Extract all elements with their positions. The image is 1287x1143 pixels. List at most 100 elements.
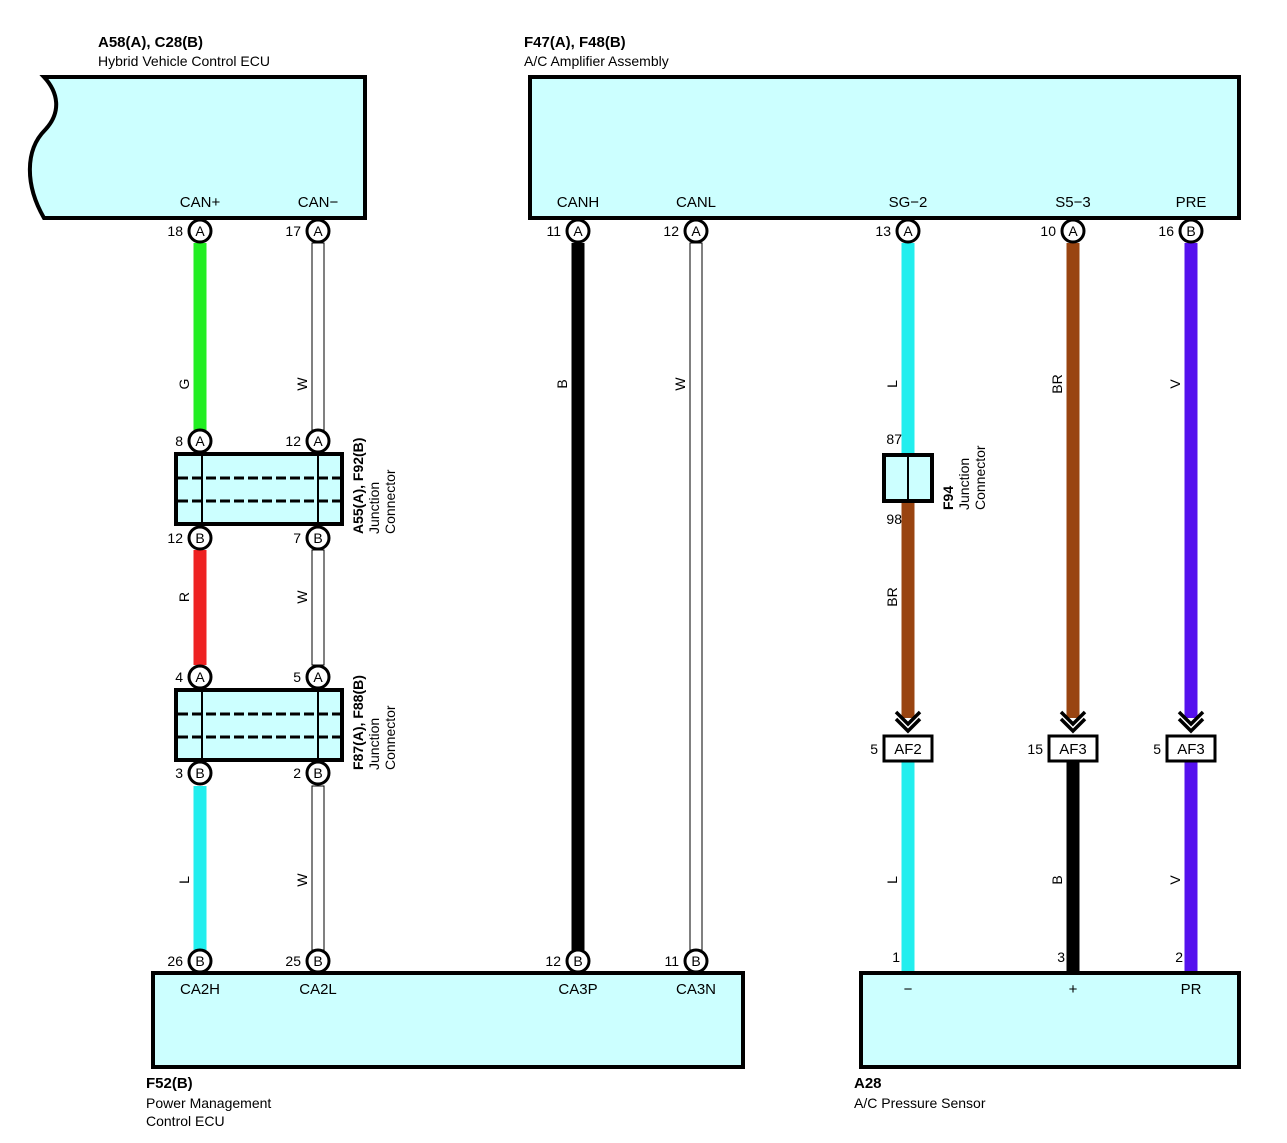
terminal-j2-out-a: B 3 xyxy=(175,760,213,786)
terminal-pm-ca2l: B 25 xyxy=(285,948,331,974)
pin-label-canl: CANL xyxy=(676,194,716,211)
pin-label-sensor-neg: − xyxy=(904,981,913,998)
svg-text:A: A xyxy=(903,223,913,239)
inline-connector-af3-a: AF3 15 xyxy=(1027,710,1099,763)
terminal-amp-pre: B 16 xyxy=(1158,218,1204,244)
wire-label-w5-mid: BR xyxy=(884,587,900,606)
wire-label-w5-bot: L xyxy=(884,876,900,884)
svg-text:B: B xyxy=(313,953,322,969)
wire-label-w1-mid: R xyxy=(176,592,192,602)
svg-text:2: 2 xyxy=(293,765,301,781)
svg-text:B: B xyxy=(313,530,322,546)
inline-connector-af2: AF2 5 xyxy=(870,710,934,763)
svg-text:18: 18 xyxy=(167,223,183,239)
svg-text:16: 16 xyxy=(1158,223,1174,239)
terminal-amp-sg2: A 13 xyxy=(875,218,921,244)
terminal-hv-canm: A 17 xyxy=(285,218,331,244)
terminal-pm-ca3n: B 11 xyxy=(664,948,709,974)
terminal-pm-ca2h: B 26 xyxy=(167,948,213,974)
j3-in-num: 87 xyxy=(886,431,902,447)
inline-af2-label: AF2 xyxy=(894,741,922,758)
ac-amp-id: F47(A), F48(B) xyxy=(524,34,626,51)
svg-text:B: B xyxy=(195,530,204,546)
svg-text:B: B xyxy=(195,953,204,969)
inline-af2-num: 5 xyxy=(870,741,878,757)
inline-connector-af3-b: AF3 5 xyxy=(1153,710,1217,763)
svg-text:A: A xyxy=(195,669,205,685)
ac-amp-name: A/C Amplifier Assembly xyxy=(524,53,669,69)
inline-af3a-label: AF3 xyxy=(1059,741,1087,758)
sensor-pin-pos-num: 3 xyxy=(1057,949,1065,965)
junction-connector-f94: 87 98 F94 Junction Connector xyxy=(882,431,988,527)
junction-f87-line2: Connector xyxy=(382,705,398,770)
pin-label-canh: CANH xyxy=(557,194,600,211)
svg-text:4: 4 xyxy=(175,669,183,685)
terminal-j1-out-b: B 7 xyxy=(293,525,331,551)
terminal-amp-canl: A 12 xyxy=(663,218,709,244)
wire-label-w4: W xyxy=(672,377,688,391)
svg-text:5: 5 xyxy=(293,669,301,685)
wire-label-w7-top: V xyxy=(1167,379,1183,389)
hv-control-ecu: A58(A), C28(B) Hybrid Vehicle Control EC… xyxy=(27,34,367,220)
svg-text:B: B xyxy=(573,953,582,969)
svg-text:7: 7 xyxy=(293,530,301,546)
svg-text:13: 13 xyxy=(875,223,891,239)
svg-text:25: 25 xyxy=(285,953,301,969)
sensor-pin-neg-num: 1 xyxy=(892,949,900,965)
svg-text:12: 12 xyxy=(545,953,561,969)
pin-label-canp: CAN+ xyxy=(180,194,221,211)
wire-label-w5-top: L xyxy=(884,380,900,388)
pin-label-canm: CAN− xyxy=(298,194,339,211)
inline-af3a-num: 15 xyxy=(1027,741,1043,757)
sensor-pin-pr-num: 2 xyxy=(1175,949,1183,965)
junction-f87-id: F87(A), F88(B) xyxy=(350,675,366,770)
junction-f94-line2: Connector xyxy=(972,445,988,510)
wire-canm-white xyxy=(311,242,325,951)
svg-text:B: B xyxy=(691,953,700,969)
terminals: A 18 A 17 A 11 A 12 A 13 A 10 xyxy=(167,218,1204,974)
junction-connector-f87-f88: F87(A), F88(B) Junction Connector xyxy=(174,675,398,770)
svg-text:11: 11 xyxy=(664,953,679,969)
pin-label-s53: S5−3 xyxy=(1055,194,1090,211)
terminal-j1-in-a: A 8 xyxy=(175,428,213,454)
junction-f94-id: F94 xyxy=(940,486,956,510)
svg-text:17: 17 xyxy=(285,223,301,239)
svg-text:12: 12 xyxy=(285,433,301,449)
junction-a55-id: A55(A), F92(B) xyxy=(350,438,366,534)
wire-label-w6-bot: B xyxy=(1049,875,1065,884)
svg-text:A: A xyxy=(195,223,205,239)
pm-ecu-name-2: Control ECU xyxy=(146,1113,225,1129)
hv-ecu-id: A58(A), C28(B) xyxy=(98,34,203,51)
wire-label-w6-top: BR xyxy=(1049,374,1065,393)
pm-ecu-id: F52(B) xyxy=(146,1075,193,1092)
ac-pressure-sensor: − + PR A28 A/C Pressure Sensor xyxy=(854,971,1241,1111)
wire-label-w2-top: W xyxy=(294,377,310,391)
terminal-j1-in-b: A 12 xyxy=(285,428,331,454)
pin-label-sg2: SG−2 xyxy=(889,194,928,211)
wire-canl-white xyxy=(689,242,703,951)
junction-f87-line1: Junction xyxy=(366,718,382,770)
pin-label-sensor-pr: PR xyxy=(1181,981,1202,998)
sensor-id: A28 xyxy=(854,1075,882,1092)
wire-label-w1-bot: L xyxy=(176,876,192,884)
junction-a55-line1: Junction xyxy=(366,482,382,534)
ac-amplifier-assembly: F47(A), F48(B) A/C Amplifier Assembly CA… xyxy=(524,34,1241,220)
svg-text:10: 10 xyxy=(1040,223,1056,239)
pin-label-ca3n: CA3N xyxy=(676,981,716,998)
junction-f94-line1: Junction xyxy=(956,458,972,510)
wire-color-labels: G R L W W W B W L BR L BR B V V xyxy=(176,374,1183,886)
terminal-j2-in-a: A 4 xyxy=(175,664,213,690)
terminal-j2-out-b: B 2 xyxy=(293,760,331,786)
svg-text:11: 11 xyxy=(546,223,561,239)
wire-label-w3: B xyxy=(554,379,570,388)
pin-label-ca2h: CA2H xyxy=(180,981,220,998)
terminal-hv-canp: A 18 xyxy=(167,218,213,244)
svg-text:A: A xyxy=(313,223,323,239)
terminal-j2-in-b: A 5 xyxy=(293,664,331,690)
svg-text:A: A xyxy=(691,223,701,239)
terminal-j1-out-a: B 12 xyxy=(167,525,213,551)
pin-label-pre: PRE xyxy=(1176,194,1207,211)
j3-out-num: 98 xyxy=(886,511,902,527)
pin-label-ca3p: CA3P xyxy=(558,981,597,998)
